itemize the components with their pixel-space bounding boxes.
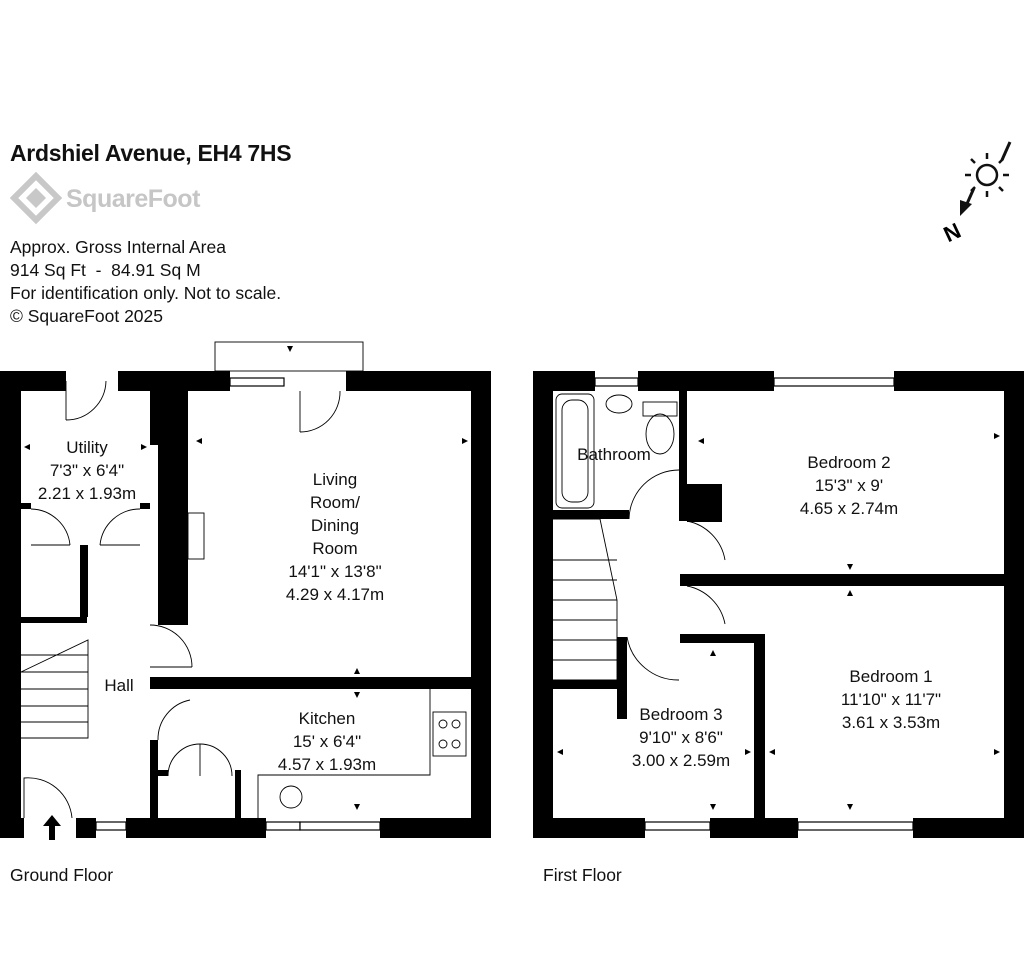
wall	[913, 818, 1024, 838]
room-imperial: 15' x 6'4"	[292, 732, 362, 751]
area-value: 914 Sq Ft - 84.91 Sq M	[10, 260, 201, 280]
wall	[118, 371, 230, 391]
room-name: Bedroom 2	[807, 453, 891, 472]
room-metric: 2.21 x 1.93m	[37, 484, 137, 503]
fireplace	[187, 512, 205, 560]
window	[299, 821, 381, 831]
room-bedroom-1: Bedroom 1 11'10" x 11'7" 3.61 x 3.53m	[818, 665, 964, 734]
window	[265, 821, 301, 831]
wall	[140, 503, 150, 509]
room-name-line: Room	[312, 539, 358, 558]
wall	[0, 371, 21, 838]
wall	[679, 511, 689, 521]
room-name-line: Dining	[310, 516, 360, 535]
wall	[150, 740, 158, 820]
copyright: © SquareFoot 2025	[10, 306, 163, 326]
hob	[432, 711, 467, 757]
room-hall: Hall	[96, 674, 142, 697]
room-name: Bathroom	[577, 445, 651, 464]
wall	[21, 503, 31, 509]
washbasin	[605, 394, 633, 414]
window	[773, 377, 895, 387]
wall	[471, 371, 491, 838]
sink	[279, 785, 303, 809]
wall	[235, 770, 241, 820]
room-imperial: 9'10" x 8'6"	[639, 728, 723, 747]
room-metric: 4.57 x 1.93m	[277, 755, 377, 774]
wall	[150, 677, 471, 689]
window	[95, 821, 127, 831]
chimney-wall	[158, 391, 188, 625]
room-metric: 4.65 x 2.74m	[799, 499, 899, 518]
room-kitchen: Kitchen 15' x 6'4" 4.57 x 1.93m	[260, 707, 394, 776]
room-imperial: 14'1" x 13'8"	[288, 562, 382, 581]
wall	[80, 545, 88, 617]
room-name-line: Living	[312, 470, 358, 489]
window	[644, 821, 711, 831]
wall	[679, 391, 687, 511]
toilet-cistern	[642, 401, 678, 417]
room-name: Hall	[104, 676, 134, 695]
wall	[894, 371, 1024, 391]
wall	[150, 391, 158, 445]
wall	[710, 818, 798, 838]
floor-label-ground: Ground Floor	[10, 865, 114, 885]
chimney-wall	[687, 484, 722, 522]
wall	[126, 818, 266, 838]
room-living-dining: Living Room/ Dining Room 14'1" x 13'8" 4…	[255, 468, 415, 606]
room-imperial: 7'3" x 6'4"	[49, 461, 125, 480]
entrance-arrow-icon	[43, 815, 61, 840]
room-imperial: 15'3" x 9'	[814, 476, 884, 495]
squarefoot-logo-icon	[10, 172, 63, 225]
room-bedroom-3: Bedroom 3 9'10" x 8'6" 3.00 x 2.59m	[618, 703, 744, 772]
room-bathroom: Bathroom	[568, 443, 660, 466]
floor-label-first: First Floor	[543, 865, 622, 885]
room-metric: 3.61 x 3.53m	[841, 713, 941, 732]
room-name: Bedroom 3	[639, 705, 723, 724]
wall	[0, 818, 24, 838]
page-title: Ardshiel Avenue, EH4 7HS	[10, 140, 292, 166]
wall	[638, 371, 774, 391]
wall	[533, 371, 553, 838]
brand-name: SquareFoot	[66, 185, 200, 213]
toilet	[645, 413, 675, 455]
wall	[680, 634, 765, 643]
area-info: Approx. Gross Internal Area 914 Sq Ft - …	[10, 236, 281, 328]
wall	[754, 643, 765, 818]
room-name-line: Room/	[309, 493, 361, 512]
wall	[553, 510, 629, 519]
room-metric: 3.00 x 2.59m	[631, 751, 731, 770]
room-bedroom-2: Bedroom 2 15'3" x 9' 4.65 x 2.74m	[784, 451, 914, 520]
room-name: Utility	[66, 438, 108, 457]
wall	[533, 818, 645, 838]
bathtub	[555, 393, 595, 509]
wall	[21, 617, 87, 623]
room-imperial: 11'10" x 11'7"	[840, 690, 942, 709]
room-name: Bedroom 1	[849, 667, 933, 686]
window	[594, 377, 639, 387]
wall	[553, 680, 617, 689]
window	[229, 377, 285, 387]
wall	[76, 818, 96, 838]
room-utility: Utility 7'3" x 6'4" 2.21 x 1.93m	[25, 436, 149, 505]
room-name: Kitchen	[298, 709, 356, 728]
disclaimer: For identification only. Not to scale.	[10, 283, 282, 303]
wall	[617, 637, 627, 719]
area-label: Approx. Gross Internal Area	[10, 237, 226, 257]
porch	[214, 341, 364, 372]
wall	[346, 371, 491, 391]
window	[797, 821, 914, 831]
wall	[1004, 371, 1024, 838]
wall	[680, 574, 1004, 586]
wall	[380, 818, 491, 838]
wall	[158, 770, 168, 776]
compass-sun-icon: N	[940, 141, 1012, 247]
room-metric: 4.29 x 4.17m	[285, 585, 385, 604]
